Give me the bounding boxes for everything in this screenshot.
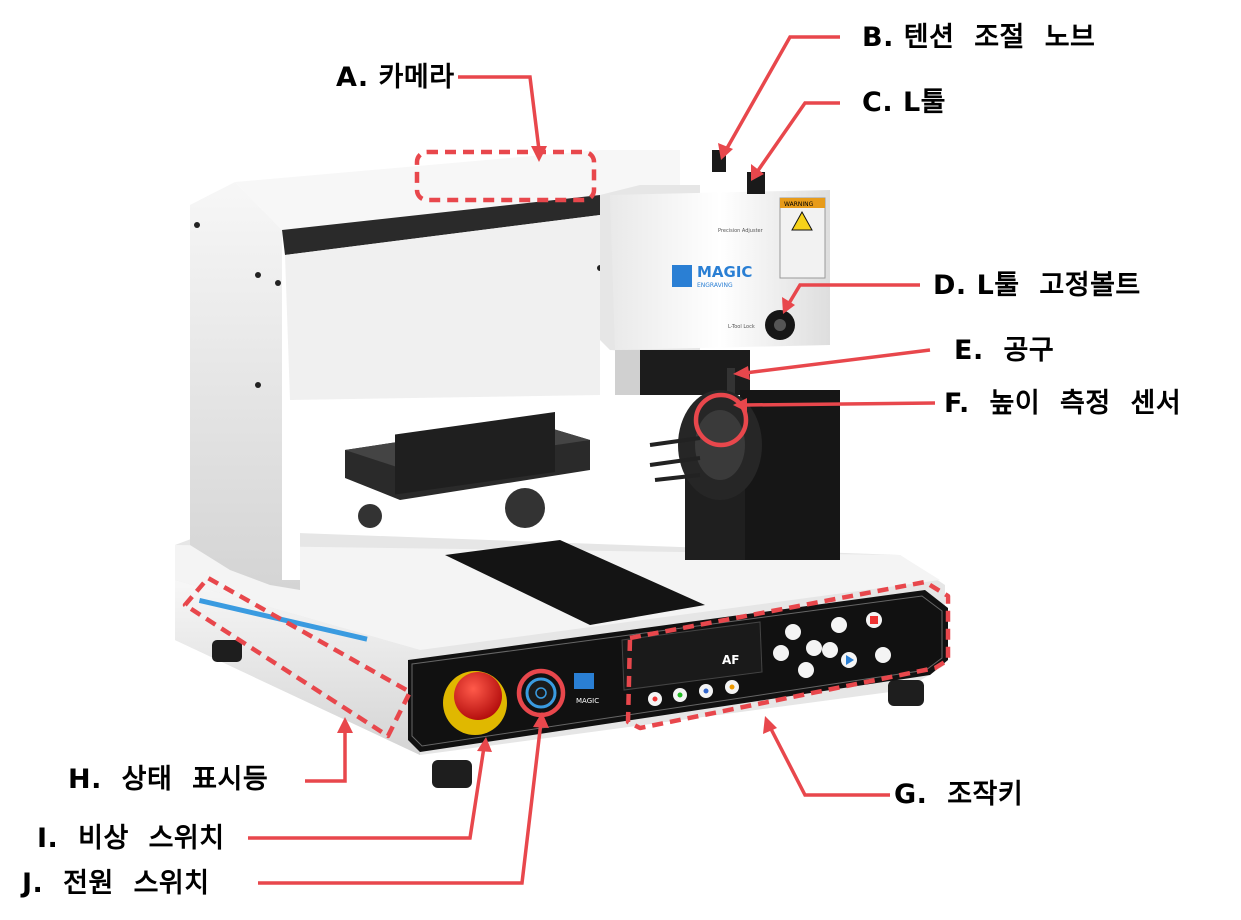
foot <box>888 680 924 706</box>
leader-a <box>458 75 541 151</box>
gantry-frame <box>190 150 680 590</box>
callout-label-b-tension-knob: B. 텐션 조절 노브 <box>862 22 1096 53</box>
control-keys-highlight <box>625 579 951 731</box>
brand-line2: ENGRAVING <box>697 282 733 289</box>
front-control-panel: AF MAGIC <box>408 590 948 752</box>
leader-h <box>305 729 347 783</box>
leader-j <box>258 721 543 885</box>
callout-label-f-height-sensor: F. 높이 측정 센서 <box>944 388 1182 419</box>
callout-leaders <box>248 35 936 885</box>
screw <box>255 382 261 388</box>
panel-logo-icon <box>574 673 594 689</box>
arrowhead-c <box>751 164 764 181</box>
vise-knob[interactable] <box>505 488 545 528</box>
arrowhead-h <box>337 717 353 733</box>
warning-label <box>779 197 826 279</box>
key-dot-blue <box>703 688 709 694</box>
play-icon <box>846 655 854 665</box>
foot <box>212 640 242 662</box>
arrowhead-b <box>718 143 733 160</box>
menu-key[interactable] <box>875 647 891 663</box>
panel-brand: MAGIC <box>576 697 599 705</box>
screw <box>275 280 281 286</box>
height-sensor-highlight <box>693 392 749 448</box>
power-switch[interactable] <box>525 677 557 709</box>
screw <box>194 222 200 228</box>
arrowhead-a <box>531 146 547 162</box>
right-arrow-key[interactable] <box>822 642 838 658</box>
warning-title: WARNING <box>784 201 814 208</box>
panel-display <box>621 621 763 691</box>
callout-label-d-l-tool-bolt: D. L툴 고정볼트 <box>933 270 1141 301</box>
warning-header <box>780 198 825 208</box>
center-key[interactable] <box>806 640 822 656</box>
ltool-lock-center <box>774 319 786 331</box>
leader-e <box>744 348 931 375</box>
arrowhead-e <box>733 366 750 380</box>
emergency-stop-button[interactable] <box>454 672 502 720</box>
camera-highlight <box>414 149 597 203</box>
vise-knob[interactable] <box>358 504 382 528</box>
leader-d <box>786 283 920 306</box>
callout-label-e-tool: E. 공구 <box>954 335 1055 366</box>
arrowhead-i <box>477 737 492 752</box>
rotary-attachment <box>649 390 840 560</box>
status-led-strip <box>198 598 368 642</box>
arrowhead-d <box>782 297 795 314</box>
callout-label-h-status-indicator: H. 상태 표시등 <box>68 764 269 795</box>
status-led-highlight <box>182 575 413 739</box>
leader-i <box>248 746 486 840</box>
down-arrow-key[interactable] <box>798 662 814 678</box>
spindle-head: WARNING MAGIC ENGRAVING Precision Adjust… <box>600 150 830 398</box>
brand-line1: MAGIC <box>697 263 752 281</box>
ltool-lock-label: L-Tool Lock <box>728 324 755 330</box>
power-icon <box>535 687 547 699</box>
arrowhead-f <box>733 398 747 412</box>
leader-b <box>724 35 840 151</box>
leader-c <box>755 101 840 173</box>
precision-adjuster-label: Precision Adjuster <box>718 228 764 234</box>
key-dot-red <box>652 696 658 702</box>
leader-f <box>744 401 936 407</box>
vise-table <box>345 411 590 528</box>
key-dot-orange <box>729 684 735 690</box>
magic-logo-icon <box>672 265 692 287</box>
leader-g <box>768 726 890 797</box>
leader-arrowheads <box>337 143 795 752</box>
cutting-tool <box>727 368 735 398</box>
table-slot <box>445 540 705 625</box>
stop-icon <box>870 616 878 624</box>
fan-key[interactable] <box>831 617 847 633</box>
callout-label-j-power-switch: J. 전원 스위치 <box>22 868 210 899</box>
arrowhead-j <box>533 712 549 728</box>
up-arrow-key[interactable] <box>785 624 801 640</box>
foot <box>432 760 472 788</box>
callout-label-a-camera: A. 카메라 <box>336 62 455 93</box>
af-key[interactable]: AF <box>722 653 739 667</box>
screw <box>255 272 261 278</box>
left-arrow-key[interactable] <box>773 645 789 661</box>
callout-label-g-control-keys: G. 조작키 <box>894 779 1024 810</box>
callout-label-i-emergency-switch: I. 비상 스위치 <box>37 823 225 854</box>
key-dot-green <box>677 692 683 698</box>
callout-label-c-l-tool: C. L툴 <box>862 87 947 118</box>
arrowhead-g <box>763 716 777 734</box>
warning-triangle-icon <box>791 210 813 231</box>
